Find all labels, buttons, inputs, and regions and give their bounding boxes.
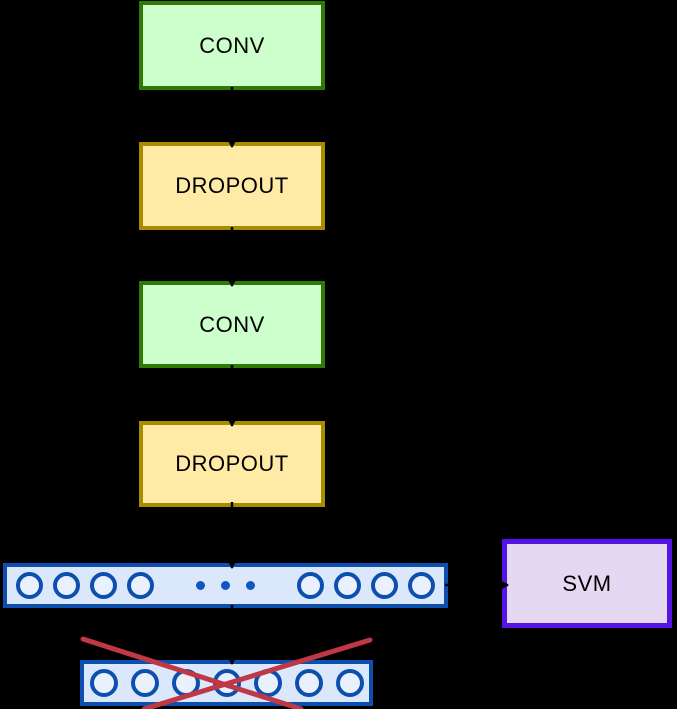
ellipsis-dot [221, 581, 230, 590]
node-conv-2-label: CONV [199, 311, 265, 337]
node-conv-1-label: CONV [199, 32, 265, 58]
node-conv-2: CONV [139, 281, 325, 368]
neuron-circle [90, 572, 117, 599]
neuron-circle [53, 572, 80, 599]
ellipsis-dot [246, 581, 255, 590]
node-svm-label: SVM [562, 570, 612, 596]
fully-connected-layer [3, 563, 448, 608]
neuron-circle [408, 572, 435, 599]
neuron-circle [335, 669, 364, 697]
neuron-circle [253, 669, 282, 697]
neuron-circle [294, 669, 323, 697]
node-svm: SVM [502, 539, 672, 628]
neuron-circle [89, 669, 118, 697]
neuron-circle [212, 669, 241, 697]
neuron-circle [16, 572, 43, 599]
neuron-circle [171, 669, 200, 697]
neuron-circle [297, 572, 324, 599]
neuron-circle [127, 572, 154, 599]
ellipsis-dots [196, 581, 255, 590]
neuron-circle [371, 572, 398, 599]
node-dropout-1: DROPOUT [139, 142, 325, 230]
fc-left-circle-group [16, 572, 154, 599]
neuron-circle [130, 669, 159, 697]
node-dropout-1-label: DROPOUT [175, 173, 289, 198]
dropped-circle-group [89, 669, 364, 697]
fc-right-circle-group [297, 572, 435, 599]
ellipsis-dot [196, 581, 205, 590]
node-dropout-2: DROPOUT [139, 421, 325, 507]
neuron-circle [334, 572, 361, 599]
dropped-out-layer [80, 660, 373, 706]
node-dropout-2-label: DROPOUT [175, 451, 289, 476]
node-conv-1: CONV [139, 1, 325, 90]
